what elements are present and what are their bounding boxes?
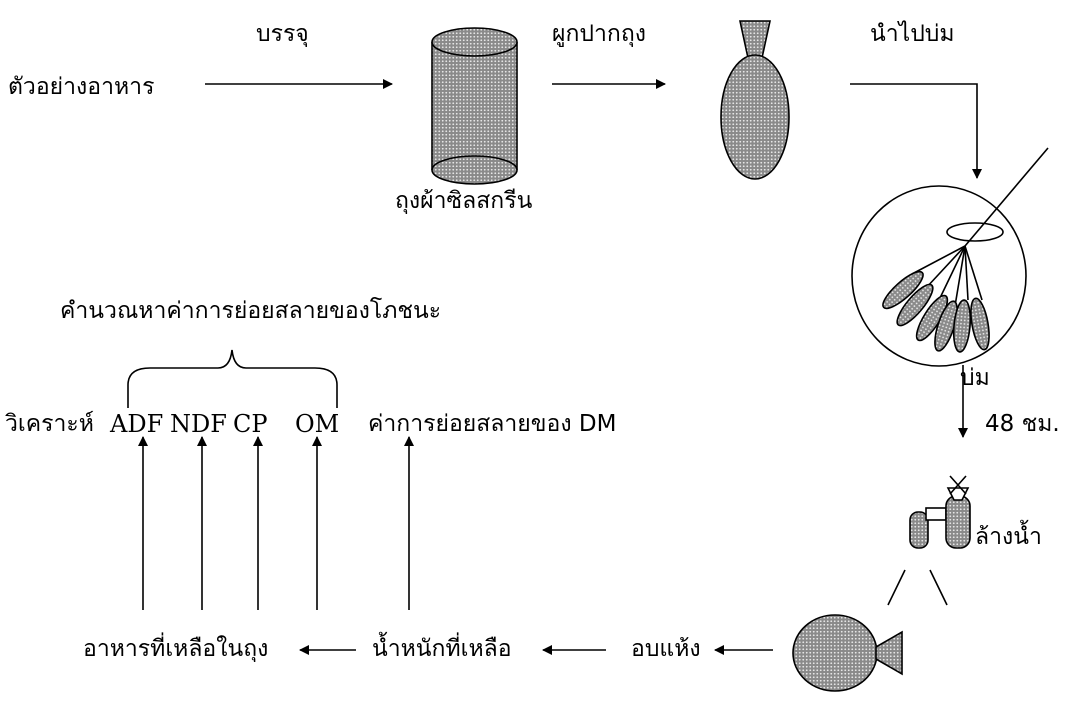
arrow-incubate [850, 84, 977, 178]
rumen-incubation-icon [852, 148, 1048, 366]
dried-bag-icon [793, 615, 902, 691]
silk-screen-bag-icon [432, 28, 517, 184]
curly-brace [128, 350, 337, 408]
tied-bag-icon [721, 21, 789, 179]
washing-bag-icon [910, 476, 970, 548]
